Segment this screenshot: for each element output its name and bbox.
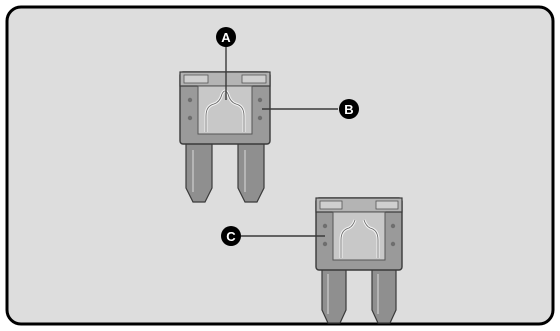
- diagram-frame: [5, 5, 555, 326]
- callout-b-badge: [339, 99, 359, 119]
- callout-a-badge: [216, 27, 236, 47]
- fuse-top: [179, 71, 271, 203]
- callout-b: B: [262, 99, 359, 119]
- fuse-top-right-blade: [237, 139, 265, 203]
- fuse-bottom-right-blade: [371, 265, 397, 324]
- fuse-bottom: [315, 197, 403, 324]
- callout-b-label: B: [344, 102, 353, 117]
- callout-a-label: A: [221, 30, 231, 45]
- callout-a: A: [216, 27, 236, 100]
- callout-c-label: C: [226, 229, 236, 244]
- callout-c: C: [221, 226, 325, 246]
- fuse-top-left-blade: [185, 139, 213, 203]
- fuse-bottom-left-blade: [321, 265, 347, 324]
- callout-c-badge: [221, 226, 241, 246]
